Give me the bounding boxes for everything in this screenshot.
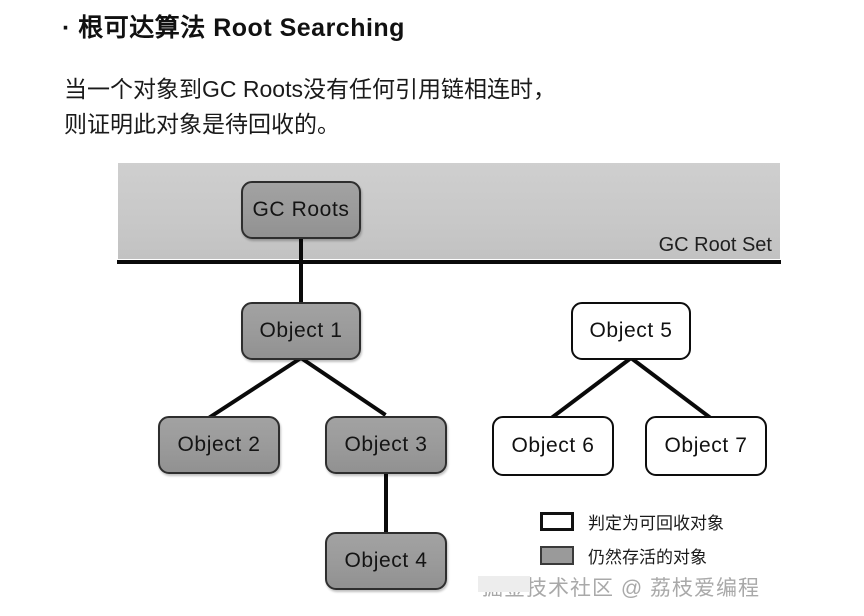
- node-label: Object 6: [511, 434, 595, 457]
- legend-label-garbage: 判定为可回收对象: [588, 513, 724, 533]
- legend-label-alive: 仍然存活的对象: [588, 547, 707, 567]
- node-gc-roots[interactable]: GC Roots: [241, 181, 361, 239]
- node-object-6[interactable]: Object 6: [492, 416, 614, 476]
- page-title: · 根可达算法 Root Searching: [62, 14, 405, 42]
- node-label: Object 1: [259, 319, 343, 342]
- node-label: Object 5: [589, 319, 673, 342]
- body-paragraph: 当一个对象到GC Roots没有任何引用链相连时， 则证明此对象是待回收的。: [64, 76, 556, 137]
- node-object-5[interactable]: Object 5: [571, 302, 691, 360]
- node-object-7[interactable]: Object 7: [645, 416, 767, 476]
- legend: 判定为可回收对象 仍然存活的对象: [540, 506, 724, 574]
- edge-object1-object3: [299, 356, 387, 417]
- gc-root-set-divider: [117, 260, 781, 264]
- node-object-2[interactable]: Object 2: [158, 416, 280, 474]
- watermark-smudge: [478, 576, 530, 592]
- legend-item-alive: 仍然存活的对象: [540, 540, 724, 570]
- watermark: 掘金技术社区 @ 荔枝爱编程: [482, 577, 760, 600]
- node-label: Object 7: [664, 434, 748, 457]
- node-label: GC Roots: [252, 198, 350, 221]
- node-object-3[interactable]: Object 3: [325, 416, 447, 474]
- edge-gcroots-object1: [299, 238, 303, 306]
- gc-root-set-label: GC Root Set: [658, 234, 772, 256]
- node-object-1[interactable]: Object 1: [241, 302, 361, 360]
- legend-item-garbage: 判定为可回收对象: [540, 506, 724, 536]
- legend-swatch-alive-icon: [540, 545, 574, 565]
- edge-object5-object7: [629, 356, 716, 423]
- gc-root-set-band: GC Root Set: [118, 163, 780, 259]
- node-object-4[interactable]: Object 4: [325, 532, 447, 590]
- node-label: Object 2: [177, 433, 261, 456]
- edge-object3-object4: [384, 472, 388, 534]
- node-label: Object 4: [344, 549, 428, 572]
- legend-swatch-garbage-icon: [540, 511, 574, 531]
- node-label: Object 3: [344, 433, 428, 456]
